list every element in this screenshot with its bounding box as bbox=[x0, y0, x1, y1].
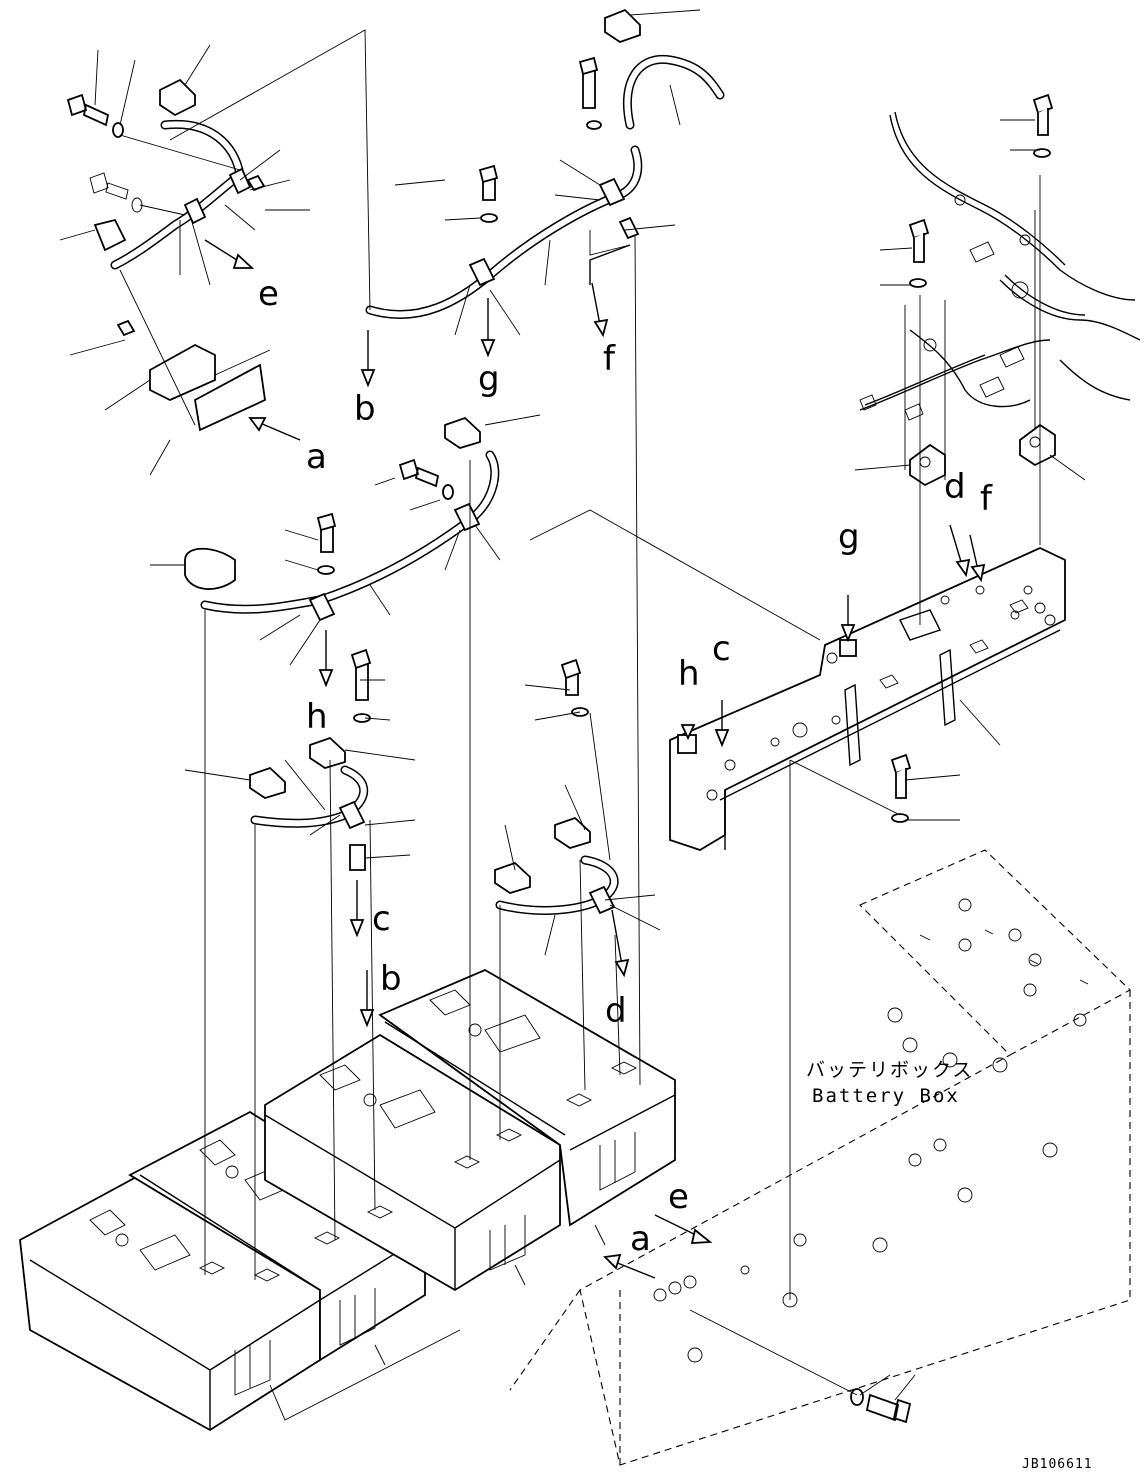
relay-right bbox=[1019, 423, 1056, 467]
battery-box-label-jp: バッテリボックス bbox=[806, 1059, 973, 1081]
bolt-upper-right bbox=[1032, 93, 1054, 158]
arrows bbox=[204, 239, 986, 1279]
label-c-left: c bbox=[372, 899, 391, 939]
battery-leader-lines bbox=[269, 1224, 606, 1421]
callout-lines bbox=[59, 9, 1086, 1401]
bolt-upper-left-1 bbox=[66, 93, 124, 138]
battery-rear-left bbox=[264, 1033, 561, 1292]
bolt-lower-right bbox=[890, 753, 912, 823]
bolt-upper-left-2 bbox=[89, 172, 143, 213]
cable-middle bbox=[184, 416, 500, 622]
label-f-right: f bbox=[980, 479, 993, 519]
battery-box bbox=[509, 849, 1131, 1466]
battery-terminal-posts bbox=[198, 1061, 638, 1282]
mounting-bracket bbox=[669, 547, 1066, 851]
label-h-right: h bbox=[678, 654, 700, 694]
relay-left bbox=[909, 443, 946, 487]
label-d-lower: d bbox=[605, 991, 627, 1031]
label-g-upper: g bbox=[478, 359, 500, 399]
label-g-right: g bbox=[838, 517, 860, 557]
label-c-right: c bbox=[712, 629, 731, 669]
terminal-cover-left bbox=[116, 319, 266, 432]
cable-upper-left bbox=[93, 78, 266, 270]
bolt-box-bottom bbox=[850, 1388, 912, 1424]
label-h-left: h bbox=[306, 697, 328, 737]
cable-lower-center bbox=[494, 658, 619, 915]
cable-top-center bbox=[365, 8, 725, 319]
cable-lower-left bbox=[249, 648, 372, 871]
label-f-upper: f bbox=[603, 339, 616, 379]
label-e-lower: e bbox=[668, 1177, 689, 1217]
label-a-upper: a bbox=[306, 437, 327, 477]
wire-harness bbox=[859, 111, 1141, 421]
bolt-middle-right bbox=[908, 218, 930, 288]
label-b-lower: b bbox=[380, 959, 402, 999]
battery-box-label-en: Battery Box bbox=[812, 1085, 960, 1107]
label-b-upper: b bbox=[354, 389, 376, 429]
battery-rear-right bbox=[378, 968, 676, 1227]
battery-front-right bbox=[128, 1110, 426, 1362]
label-a-lower: a bbox=[630, 1219, 651, 1259]
drawing-code: JB106611 bbox=[1022, 1457, 1093, 1472]
assembly-lines bbox=[119, 29, 1041, 1396]
label-d-right: d bbox=[944, 467, 966, 507]
label-e-upper: e bbox=[258, 274, 279, 314]
